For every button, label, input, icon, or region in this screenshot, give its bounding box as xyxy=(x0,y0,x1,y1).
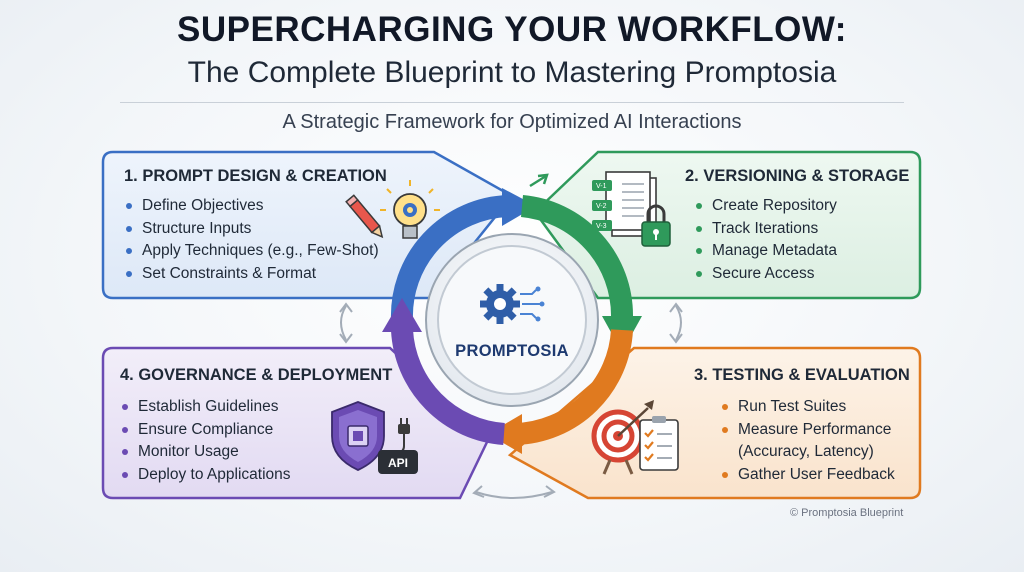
page-subtitle-heading: The Complete Blueprint to Mastering Prom… xyxy=(187,56,837,89)
pencil-lightbulb-icon xyxy=(345,180,440,239)
panel-design-title: 1. PROMPT DESIGN & CREATION xyxy=(124,167,387,185)
list-item: Run Test Suites xyxy=(720,396,895,419)
versioned-documents-icon: V-1 V-2 V-3 xyxy=(592,171,671,247)
version-tag-2: V-2 xyxy=(596,203,607,210)
list-item: Create Repository xyxy=(694,195,837,218)
panel-versioning-list: Create Repository Track Iterations Manag… xyxy=(694,195,837,285)
copyright-text: © Promptosia Blueprint xyxy=(790,507,904,519)
title-divider xyxy=(120,102,904,103)
page-tagline: A Strategic Framework for Optimized AI I… xyxy=(282,111,742,133)
shield-chip-api-icon xyxy=(331,401,418,474)
list-item: Gather User Feedback xyxy=(720,464,895,487)
gear-circuit-icon xyxy=(480,284,545,324)
list-item: Secure Access xyxy=(694,263,837,286)
target-checklist-icon xyxy=(591,400,679,475)
center-hub xyxy=(425,233,599,407)
center-hub-label: PROMPTOSIA xyxy=(455,342,569,360)
list-item: Track Iterations xyxy=(694,218,837,241)
list-item: Define Objectives xyxy=(124,195,379,218)
list-item: Ensure Compliance xyxy=(120,419,291,442)
panel-testing-list: Run Test Suites Measure Performance (Acc… xyxy=(720,396,895,486)
list-item: Establish Guidelines xyxy=(120,396,291,419)
list-item: Structure Inputs xyxy=(124,218,379,241)
list-item: Apply Techniques (e.g., Few-Shot) xyxy=(124,240,379,263)
panel-versioning-title: 2. VERSIONING & STORAGE xyxy=(685,167,910,185)
list-item-continued: (Accuracy, Latency) xyxy=(738,443,874,460)
cycle-arrows xyxy=(382,188,642,454)
panel-testing-title: 3. TESTING & EVALUATION xyxy=(694,366,910,384)
list-item: Manage Metadata xyxy=(694,240,837,263)
list-item: Monitor Usage xyxy=(120,441,291,464)
panel-design-list: Define Objectives Structure Inputs Apply… xyxy=(124,195,379,285)
list-item: Deploy to Applications xyxy=(120,464,291,487)
version-tag-1: V-1 xyxy=(596,183,607,190)
list-item: Set Constraints & Format xyxy=(124,263,379,286)
version-tag-3: V-3 xyxy=(596,223,607,230)
page-title: SUPERCHARGING YOUR WORKFLOW: xyxy=(177,10,847,49)
panel-governance-list: Establish Guidelines Ensure Compliance M… xyxy=(120,396,291,486)
connector-arrows xyxy=(339,173,683,499)
list-item: Measure Performance xyxy=(720,419,895,442)
api-badge-label: API xyxy=(387,456,408,470)
panel-governance-title: 4. GOVERNANCE & DEPLOYMENT xyxy=(120,366,393,384)
